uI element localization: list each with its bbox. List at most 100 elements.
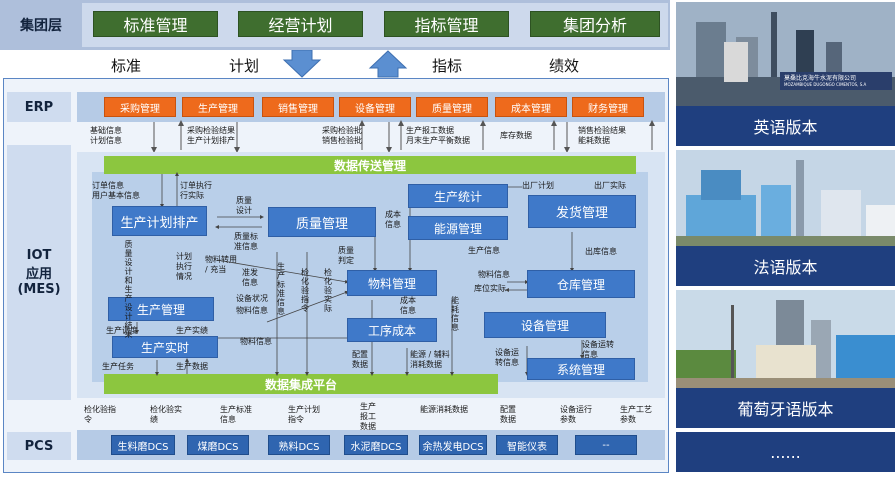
erp-production-button[interactable]: 生产管理 bbox=[182, 97, 254, 117]
label-cost-info-b: 成本 bbox=[400, 296, 416, 305]
group-layer-label: 集团层 bbox=[0, 0, 82, 50]
label-inspection-actual-vertical: 检化验实际 bbox=[324, 268, 332, 313]
pcs-flow-energy-data: 能源消耗数据 bbox=[420, 405, 468, 414]
erp-purchase-button[interactable]: 采购管理 bbox=[104, 97, 176, 117]
flow-label-plan: 计划 bbox=[229, 57, 260, 75]
label-prod-info: 生产信息 bbox=[468, 246, 500, 255]
label-energy-aux: 能源 / 辅料 bbox=[410, 350, 450, 359]
data-integration-bar: 数据集成平台 bbox=[104, 374, 498, 394]
portuguese-version-title: 葡萄牙语版本 bbox=[737, 400, 834, 419]
label-material-info3: 物料信息 bbox=[240, 337, 272, 346]
cement-plant-gate-image bbox=[676, 2, 895, 106]
flow-label-indicator: 指标 bbox=[432, 57, 463, 75]
label-prod-data: 生产数据 bbox=[176, 362, 208, 371]
standard-management-button[interactable]: 标准管理 bbox=[93, 11, 218, 37]
pcs-flow-equip-params: 设备运行参数 bbox=[560, 405, 592, 424]
pcs-coal-mill-dcs-button[interactable]: 煤磨DCS bbox=[187, 435, 249, 455]
pcs-raw-mill-dcs-button[interactable]: 生料磨DCS bbox=[111, 435, 175, 455]
more-versions-label[interactable]: ...... bbox=[676, 432, 895, 472]
label-quality-std: 质量标 bbox=[234, 232, 258, 241]
module-delivery-management[interactable]: 发货管理 bbox=[528, 195, 636, 228]
module-production-management[interactable]: 生产管理 bbox=[108, 297, 214, 321]
pcs-flow-plan-cmd: 生产计划指令 bbox=[288, 405, 320, 424]
data-transfer-bar: 数据传送管理 bbox=[104, 156, 636, 174]
label-cost-info: 成本 bbox=[385, 210, 401, 219]
label-out-plan: 出厂计划 bbox=[522, 181, 554, 190]
module-production-stats[interactable]: 生产统计 bbox=[408, 184, 508, 208]
group-analysis-button[interactable]: 集团分析 bbox=[530, 11, 660, 37]
pcs-cement-mill-dcs-button[interactable]: 水泥磨DCS bbox=[344, 435, 408, 455]
english-version-photo: 莫桑比克海牛水泥有限公司 MOZAMBIQUE DUGONGO CIMENTOS… bbox=[676, 2, 895, 106]
pcs-flow-std-info: 生产标准信息 bbox=[220, 405, 252, 424]
pcs-waste-heat-dcs-button[interactable]: 余热发电DCS bbox=[419, 435, 487, 455]
portuguese-version-photo bbox=[676, 290, 895, 388]
erp-cost-button[interactable]: 成本管理 bbox=[495, 97, 567, 117]
business-plan-button[interactable]: 经营计划 bbox=[238, 11, 363, 37]
label-quality-std2: 准信息 bbox=[234, 242, 258, 251]
module-quality-management[interactable]: 质量管理 bbox=[268, 207, 376, 237]
label-config-data: 配置 bbox=[352, 350, 368, 359]
iot-label-line3: (MES) bbox=[17, 282, 61, 297]
iot-label-line2: 应用 bbox=[25, 267, 52, 282]
label-order-exec: 订单执行 bbox=[180, 181, 212, 190]
label-energy-info-vertical: 能耗信息 bbox=[451, 296, 459, 332]
module-production-realtime[interactable]: 生产实时 bbox=[112, 336, 218, 358]
label-release-info2: 信息 bbox=[242, 278, 258, 287]
label-energy-aux2: 消耗数据 bbox=[410, 360, 442, 369]
label-equip-run: 设备运 bbox=[495, 348, 519, 357]
erp-flow-plan-info: 计划信息 bbox=[90, 136, 122, 145]
french-version-title: 法语版本 bbox=[753, 258, 818, 277]
label-std-info-vertical: 生产标准信息 bbox=[277, 262, 285, 316]
label-release-info: 准发 bbox=[242, 268, 258, 277]
pcs-label: PCS bbox=[7, 432, 71, 460]
module-production-plan[interactable]: 生产计划排产 bbox=[112, 206, 207, 236]
erp-quality-button[interactable]: 质量管理 bbox=[416, 97, 488, 117]
module-system-management[interactable]: 系统管理 bbox=[527, 358, 635, 380]
french-version-label[interactable]: 法语版本 bbox=[676, 246, 895, 286]
indicator-management-button[interactable]: 指标管理 bbox=[384, 11, 509, 37]
pcs-flow-process-params: 生产工艺参数 bbox=[620, 405, 652, 424]
flow-label-standard: 标准 bbox=[111, 57, 142, 75]
erp-flow-inventory: 库存数据 bbox=[500, 131, 532, 140]
label-quality-judge2: 判定 bbox=[338, 256, 354, 265]
iot-label-line1: IOT bbox=[26, 248, 52, 263]
label-equip-run-b: 设备运转 bbox=[582, 340, 614, 349]
label-prod-task: 生产任务 bbox=[102, 362, 134, 371]
pcs-flow-area bbox=[77, 398, 665, 428]
label-material-info: 物料信息 bbox=[478, 270, 510, 279]
pcs-flow-inspection-actual: 检化验实绩 bbox=[150, 405, 182, 424]
label-qd-result-vertical: 质量设计和生产设计结果 bbox=[124, 240, 133, 339]
erp-flow-sales-result: 销售检验结果 bbox=[578, 126, 626, 135]
label-order-info: 订单信息 bbox=[92, 181, 124, 190]
erp-flow-base-info: 基础信息 bbox=[90, 126, 122, 135]
erp-flow-purchase-result: 采购检验结果 bbox=[187, 126, 235, 135]
erp-finance-button[interactable]: 财务管理 bbox=[572, 97, 644, 117]
label-cost-info2: 信息 bbox=[385, 220, 401, 229]
label-user-info: 用户基本信息 bbox=[92, 191, 140, 200]
sign-text: 莫桑比克海牛水泥有限公司 bbox=[784, 75, 857, 82]
down-arrow-icon bbox=[282, 50, 322, 78]
module-energy-management[interactable]: 能源管理 bbox=[408, 216, 508, 240]
pcs-smart-meter-button[interactable]: 智能仪表 bbox=[496, 435, 558, 455]
pcs-flow-inspection-cmd: 检化验指令 bbox=[84, 405, 116, 424]
label-quality-design2: 设计 bbox=[236, 206, 252, 215]
french-version-photo bbox=[676, 150, 895, 246]
portuguese-version-label[interactable]: 葡萄牙语版本 bbox=[676, 388, 895, 428]
pcs-clinker-dcs-button[interactable]: 熟料DCS bbox=[268, 435, 330, 455]
iot-label: IOT 应用 (MES) bbox=[7, 145, 71, 400]
sign-text-en: MOZAMBIQUE DUGONGO CIMENTOS, S.A bbox=[784, 82, 867, 87]
label-equip-run2: 转信息 bbox=[495, 358, 519, 367]
english-version-label[interactable]: 英语版本 bbox=[676, 106, 895, 146]
module-process-cost[interactable]: 工序成本 bbox=[347, 318, 437, 342]
erp-flow-sales-batch: 销售检验批 bbox=[322, 136, 362, 145]
label-cost-info-b2: 信息 bbox=[400, 306, 416, 315]
label-inspection-cmd-vertical: 检化验指令 bbox=[301, 268, 309, 313]
pcs-flow-prod-report: 生产报工数据 bbox=[360, 402, 376, 431]
module-material-management[interactable]: 物料管理 bbox=[347, 270, 437, 296]
erp-equipment-button[interactable]: 设备管理 bbox=[339, 97, 411, 117]
module-equipment-management[interactable]: 设备管理 bbox=[484, 312, 606, 338]
module-warehouse-management[interactable]: 仓库管理 bbox=[527, 270, 635, 298]
label-quality-design: 质量 bbox=[236, 196, 252, 205]
pcs-more-button[interactable]: -- bbox=[575, 435, 637, 455]
erp-sales-button[interactable]: 销售管理 bbox=[262, 97, 334, 117]
